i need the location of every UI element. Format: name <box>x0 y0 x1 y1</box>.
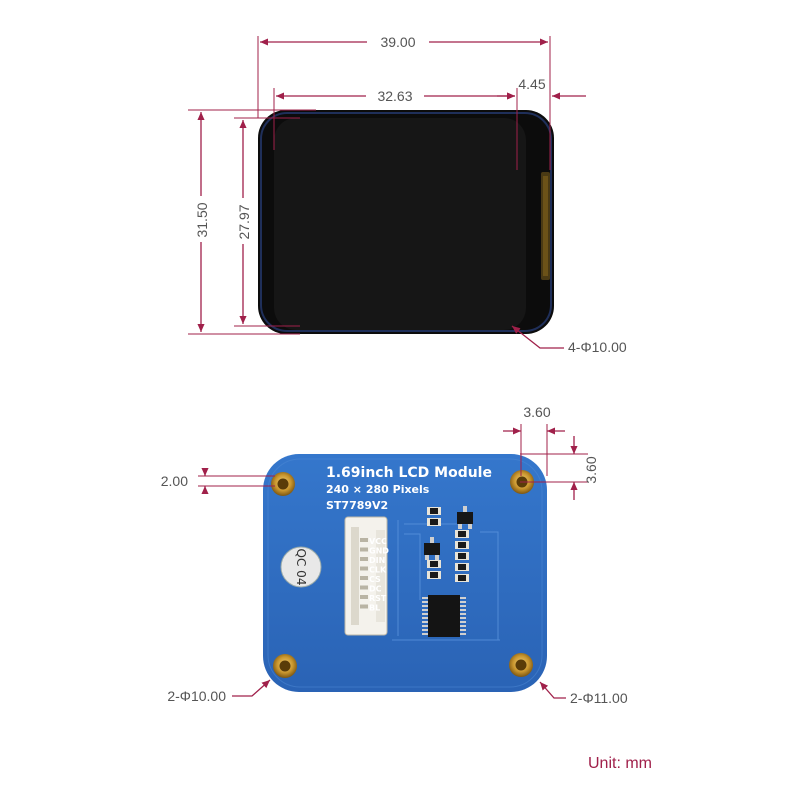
ic-pin <box>460 605 466 607</box>
connector-pin <box>360 604 368 609</box>
mount-hole-bottom-left <box>273 654 297 678</box>
mount-hole-bottom-right <box>509 653 533 677</box>
unit-label: Unit: mm <box>588 755 652 772</box>
dim-hole-edge-gap: 2.00 <box>161 473 188 489</box>
dim-corner-radius: 4-Φ10.00 <box>568 339 627 355</box>
ic-pin <box>460 633 466 635</box>
ic-pin <box>460 597 466 599</box>
front-view: 39.00 32.63 4.45 31.50 27.97 4-Φ10.00 <box>188 34 627 355</box>
ic-pin <box>422 629 428 631</box>
dim-display-width: 32.63 <box>377 88 412 104</box>
ic-pin <box>460 625 466 627</box>
ic-pin <box>460 609 466 611</box>
ic-pin <box>460 601 466 603</box>
smd-components <box>422 506 473 637</box>
ic-pin <box>460 613 466 615</box>
passive-column-right <box>455 530 469 582</box>
connector-pin <box>360 557 368 561</box>
silkscreen-resolution: 240 × 280 Pixels <box>326 483 430 496</box>
front-module-edge <box>260 112 552 332</box>
qc-sticker: QC 04 <box>280 546 322 588</box>
dim-total-width: 39.00 <box>380 34 415 50</box>
connector-pin <box>360 538 368 542</box>
dim-side-margin: 4.45 <box>518 76 545 92</box>
connector-pin <box>360 576 368 580</box>
ic-pin <box>422 633 428 635</box>
back-view: 1.69inch LCD Module 240 × 280 Pixels ST7… <box>161 404 628 706</box>
silkscreen-driver: ST7789V2 <box>326 499 388 512</box>
mount-hole-top-left <box>271 472 295 496</box>
pcb-board <box>263 454 547 692</box>
connector-pin <box>360 547 368 552</box>
ic-pin <box>422 617 428 619</box>
dim-total-height: 31.50 <box>194 202 210 237</box>
sot-transistor-top <box>457 506 473 529</box>
ic-pin <box>460 629 466 631</box>
leader-left-corners <box>232 679 271 697</box>
dim-left-corners: 2-Φ10.00 <box>167 688 226 704</box>
pin-label-list: VCC GND DIN CLK CS DC RST BL <box>369 537 389 613</box>
pin-label-gnd: GND <box>369 547 389 556</box>
connector-pin <box>360 595 368 599</box>
pcb-traces <box>392 520 500 641</box>
ic-pin <box>422 605 428 607</box>
dim-hole-offset-y: 3.60 <box>583 456 599 483</box>
pin-label-rst: RST <box>369 594 387 603</box>
ic-pin <box>460 621 466 623</box>
pin-connector <box>344 516 388 636</box>
ic-pin <box>460 617 466 619</box>
pin-label-vcc: VCC <box>369 537 387 546</box>
ic-pin <box>422 613 428 615</box>
pin-label-cs: CS <box>369 575 381 584</box>
silkscreen-title: 1.69inch LCD Module <box>326 465 492 481</box>
ic-pin <box>422 601 428 603</box>
pin-label-dc: DC <box>369 585 382 594</box>
sot-transistor-mid <box>424 537 440 560</box>
lcd-screen <box>274 118 526 330</box>
leader-corner-radius <box>511 325 564 349</box>
pin-label-bl: BL <box>369 604 380 613</box>
driver-ic-chip <box>422 595 466 637</box>
pin-label-din: DIN <box>369 556 385 565</box>
ic-pin <box>422 597 428 599</box>
ic-pin <box>422 625 428 627</box>
leader-right-corners <box>539 681 566 699</box>
ic-pin <box>422 609 428 611</box>
ic-pin <box>422 621 428 623</box>
dim-hole-offset-x: 3.60 <box>523 404 550 420</box>
connector-pin <box>360 585 368 590</box>
passive-column-left <box>427 507 441 579</box>
dim-right-corners: 2-Φ11.00 <box>570 690 628 706</box>
connector-pin <box>360 566 368 571</box>
dim-display-height: 27.97 <box>236 204 252 239</box>
side-connector-pins <box>543 176 548 276</box>
qc-sticker-label: QC 04 <box>294 549 308 586</box>
pin-label-clk: CLK <box>369 566 387 575</box>
